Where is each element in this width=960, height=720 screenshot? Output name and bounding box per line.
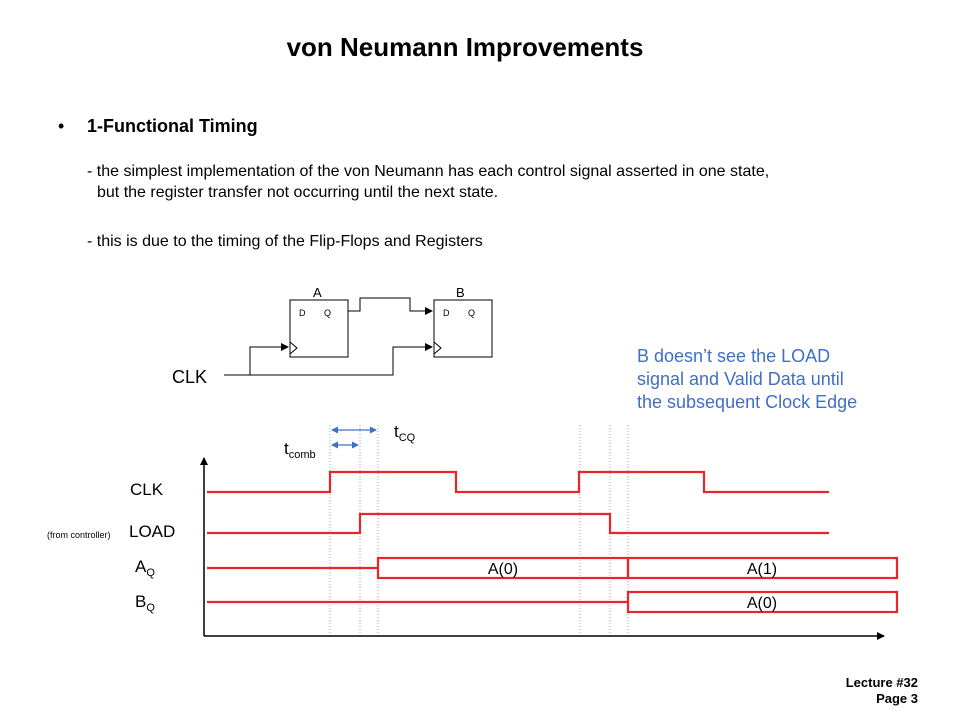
ff-b-clock-notch (433, 341, 442, 355)
bq-value-0: A(0) (747, 595, 777, 612)
bullet-marker: • (58, 116, 65, 136)
aq-value-0: A(0) (488, 561, 518, 578)
bullet-heading: 1-Functional Timing (87, 116, 258, 136)
clk-wire-b (250, 343, 433, 376)
circuit-clk-label: CLK (172, 367, 207, 387)
aq-signal-label: AQ (135, 557, 155, 579)
aq-value-1: A(1) (747, 561, 777, 578)
ff-b-d-pin: D (443, 308, 450, 318)
flip-flop-b (433, 299, 493, 358)
ff-a-q-pin: Q (324, 308, 331, 318)
slide-footer: Lecture #32 Page 3 (846, 675, 918, 707)
bq-bus-segment-0 (626, 590, 899, 614)
ff-b-label: B (456, 285, 465, 300)
load-waveform (207, 512, 829, 535)
body-line-3: - this is due to the timing of the Flip-… (87, 233, 483, 250)
load-source-label: (from controller) (47, 530, 111, 540)
lecture-number: Lecture #32 (845, 675, 918, 690)
ff-a-label: A (313, 285, 322, 300)
ff-a-d-pin: D (299, 308, 306, 318)
bq-signal-label: BQ (135, 592, 155, 614)
page-number: Page 3 (876, 691, 918, 706)
timing-note: B doesn’t see the LOAD signal and Valid … (637, 346, 858, 412)
timing-diagram: tcomb tCQ CLK (from controller) LOAD AQ … (47, 422, 899, 640)
ff-b-q-pin: Q (468, 308, 475, 318)
circuit-diagram: A B D Q D Q CLK (172, 285, 493, 387)
load-signal-label: LOAD (129, 522, 175, 541)
wire-a-to-b (348, 297, 433, 315)
flip-flop-a (289, 299, 349, 358)
clk-wire-a (224, 343, 289, 376)
body-line-2: but the register transfer not occurring … (97, 184, 499, 201)
timing-guides (329, 425, 629, 637)
clk-signal-label: CLK (130, 480, 164, 499)
ff-a-clock-notch (289, 341, 298, 355)
slide-title: von Neumann Improvements (286, 32, 644, 62)
t-cq-label: tCQ (394, 422, 416, 444)
t-comb-label: tcomb (284, 439, 316, 461)
clk-waveform (207, 470, 829, 494)
aq-bus-segment-1 (626, 556, 899, 580)
body-line-1: - the simplest implementation of the von… (87, 163, 770, 180)
